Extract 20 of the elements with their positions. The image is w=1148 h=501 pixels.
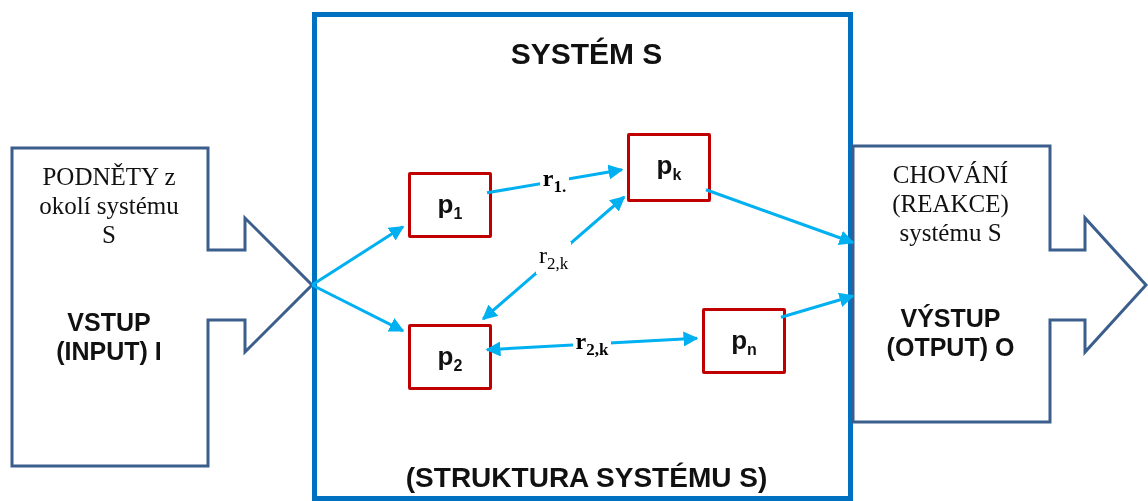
arrow: [705, 188, 855, 245]
node-heading: SYSTÉM S: [509, 37, 664, 71]
node-heading: CHOVÁNÍ (REAKCE) systému S: [891, 160, 1010, 247]
process-label: p$_{n}$: [730, 325, 758, 360]
arrow: [311, 283, 405, 333]
node-heading: PODNĚTY z okolí systému S: [38, 162, 180, 249]
arrow: [311, 225, 405, 287]
arrow: [780, 292, 855, 319]
system-frame: [312, 12, 853, 501]
node-label: VSTUP (INPUT) I: [55, 308, 163, 366]
process-label: p$_{2}$: [436, 341, 464, 376]
process-box: [408, 324, 492, 390]
node-label: (STRUKTURA SYSTÉMU S): [404, 462, 769, 494]
process-box: [702, 308, 786, 374]
node-label: VÝSTUP (OTPUT) O: [885, 304, 1016, 362]
process-label: p$_{k}$: [655, 150, 683, 185]
process-label: p$_{1}$: [436, 189, 464, 224]
process-box: [627, 133, 711, 202]
process-box: [408, 172, 492, 238]
edge-label: r$_{2,k}$: [536, 242, 572, 274]
